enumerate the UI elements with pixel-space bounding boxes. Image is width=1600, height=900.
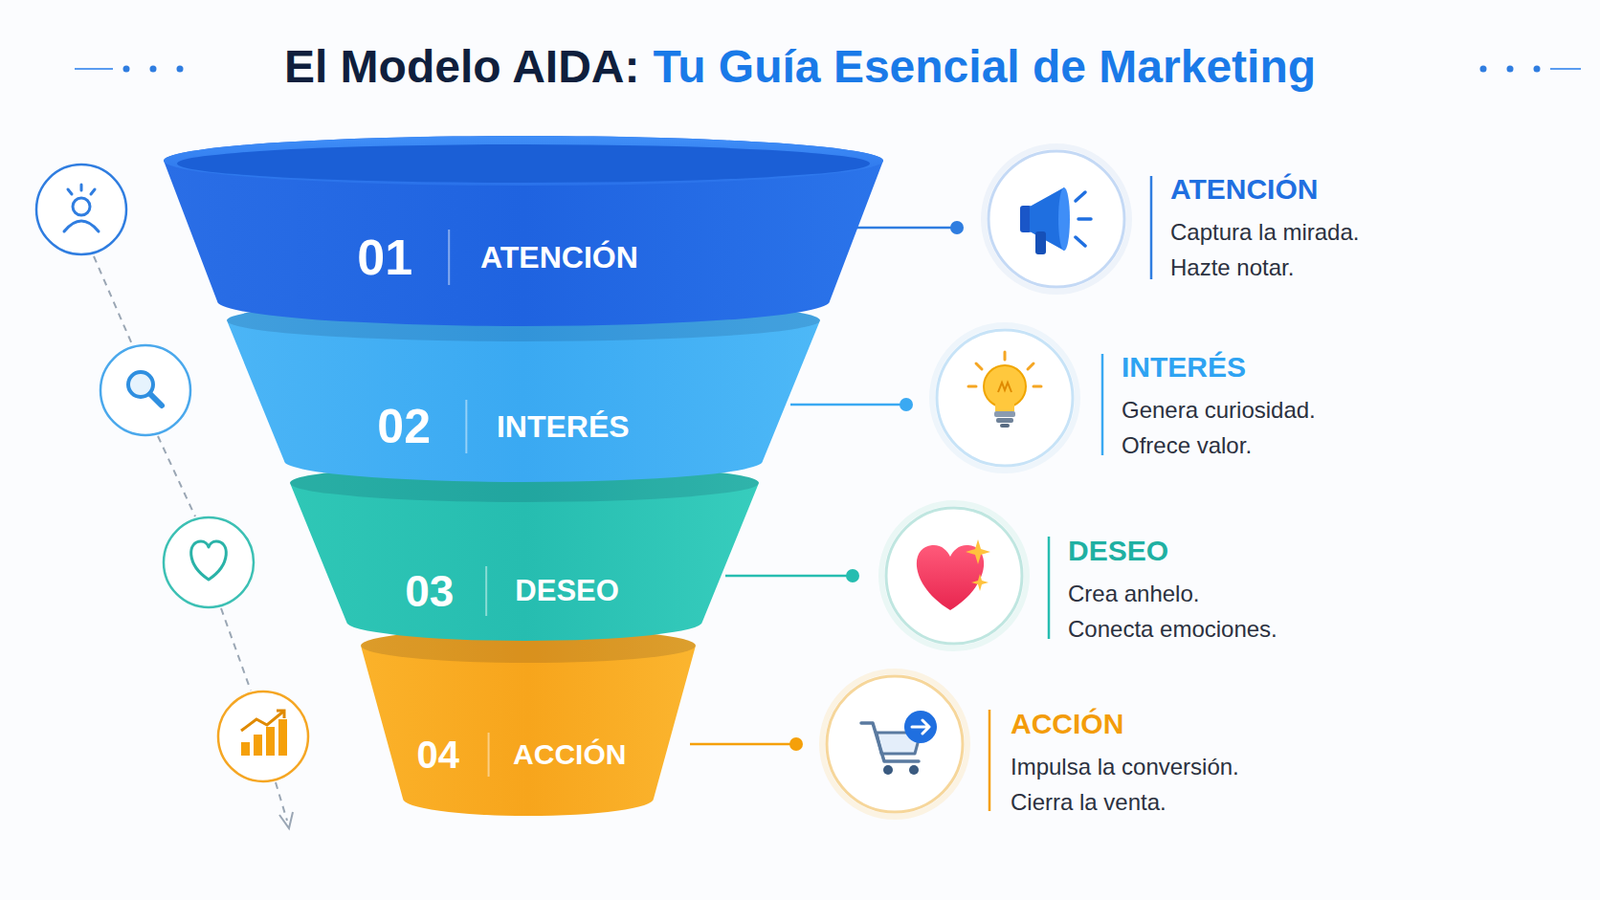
band-body bbox=[289, 464, 759, 642]
step-description: Captura la mirada. Hazte notar. bbox=[1170, 214, 1393, 286]
band-body bbox=[226, 299, 821, 483]
step-number: 03 bbox=[404, 565, 454, 618]
step-number: 01 bbox=[356, 228, 413, 287]
lightbulb-icon bbox=[932, 325, 1078, 471]
band-label-row: 04 ACCIÓN bbox=[417, 733, 627, 778]
funnel-band: 02 INTERÉS bbox=[226, 299, 821, 483]
step-name: DESEO bbox=[514, 574, 620, 609]
step-heading: ACCIÓN bbox=[1010, 707, 1124, 742]
step-divider bbox=[485, 566, 488, 617]
band-label-row: 02 INTERÉS bbox=[377, 399, 629, 455]
step-name: ACCIÓN bbox=[512, 738, 626, 772]
band-rim bbox=[163, 135, 884, 186]
title-row: El Modelo AIDA:Tu Guía Esencial de Marke… bbox=[0, 40, 1600, 93]
cart-icon bbox=[822, 671, 968, 818]
person-icon bbox=[36, 164, 127, 255]
funnel-band: 01 ATENCIÓN bbox=[163, 135, 884, 327]
band-body bbox=[360, 628, 696, 817]
megaphone-icon bbox=[983, 146, 1130, 292]
heart-outline-icon bbox=[163, 517, 254, 608]
band-body bbox=[163, 135, 884, 327]
band-label-row: 03 DESEO bbox=[404, 565, 620, 618]
step-number: 02 bbox=[377, 399, 431, 455]
step-description: Impulsa la conversión. Cierra la venta. bbox=[1010, 749, 1262, 821]
band-shape bbox=[163, 135, 884, 327]
band-shape bbox=[226, 299, 821, 483]
step-name: ATENCIÓN bbox=[480, 240, 639, 276]
journey-arrowhead bbox=[279, 812, 293, 829]
step-heading: ATENCIÓN bbox=[1170, 172, 1318, 207]
heart-icon bbox=[881, 503, 1027, 649]
step-number: 04 bbox=[417, 733, 461, 778]
funnel-band: 03 DESEO bbox=[289, 464, 759, 642]
band-label-row: 01 ATENCIÓN bbox=[356, 228, 639, 287]
step-heading: DESEO bbox=[1067, 533, 1169, 569]
funnel-band: 04 ACCIÓN bbox=[360, 628, 696, 817]
step-divider bbox=[487, 733, 489, 778]
title: El Modelo AIDA: bbox=[284, 40, 641, 93]
band-shadow bbox=[226, 299, 821, 342]
step-description: Crea anhelo. Conecta emociones. bbox=[1067, 576, 1285, 647]
chart-icon bbox=[218, 691, 309, 782]
step-divider bbox=[465, 400, 467, 454]
step-name: INTERÉS bbox=[496, 409, 630, 445]
band-shape bbox=[289, 464, 759, 642]
step-description: Genera curiosidad. Ofrece valor. bbox=[1121, 392, 1344, 464]
band-opening bbox=[177, 144, 870, 183]
step-divider bbox=[447, 229, 450, 286]
step-heading: INTERÉS bbox=[1121, 350, 1246, 385]
band-shadow bbox=[360, 628, 696, 664]
subtitle: Tu Guía Esencial de Marketing bbox=[652, 40, 1316, 93]
band-shadow bbox=[289, 464, 759, 503]
label-bars bbox=[989, 176, 1152, 812]
band-shape bbox=[360, 628, 696, 817]
magnifier-icon bbox=[100, 345, 191, 436]
